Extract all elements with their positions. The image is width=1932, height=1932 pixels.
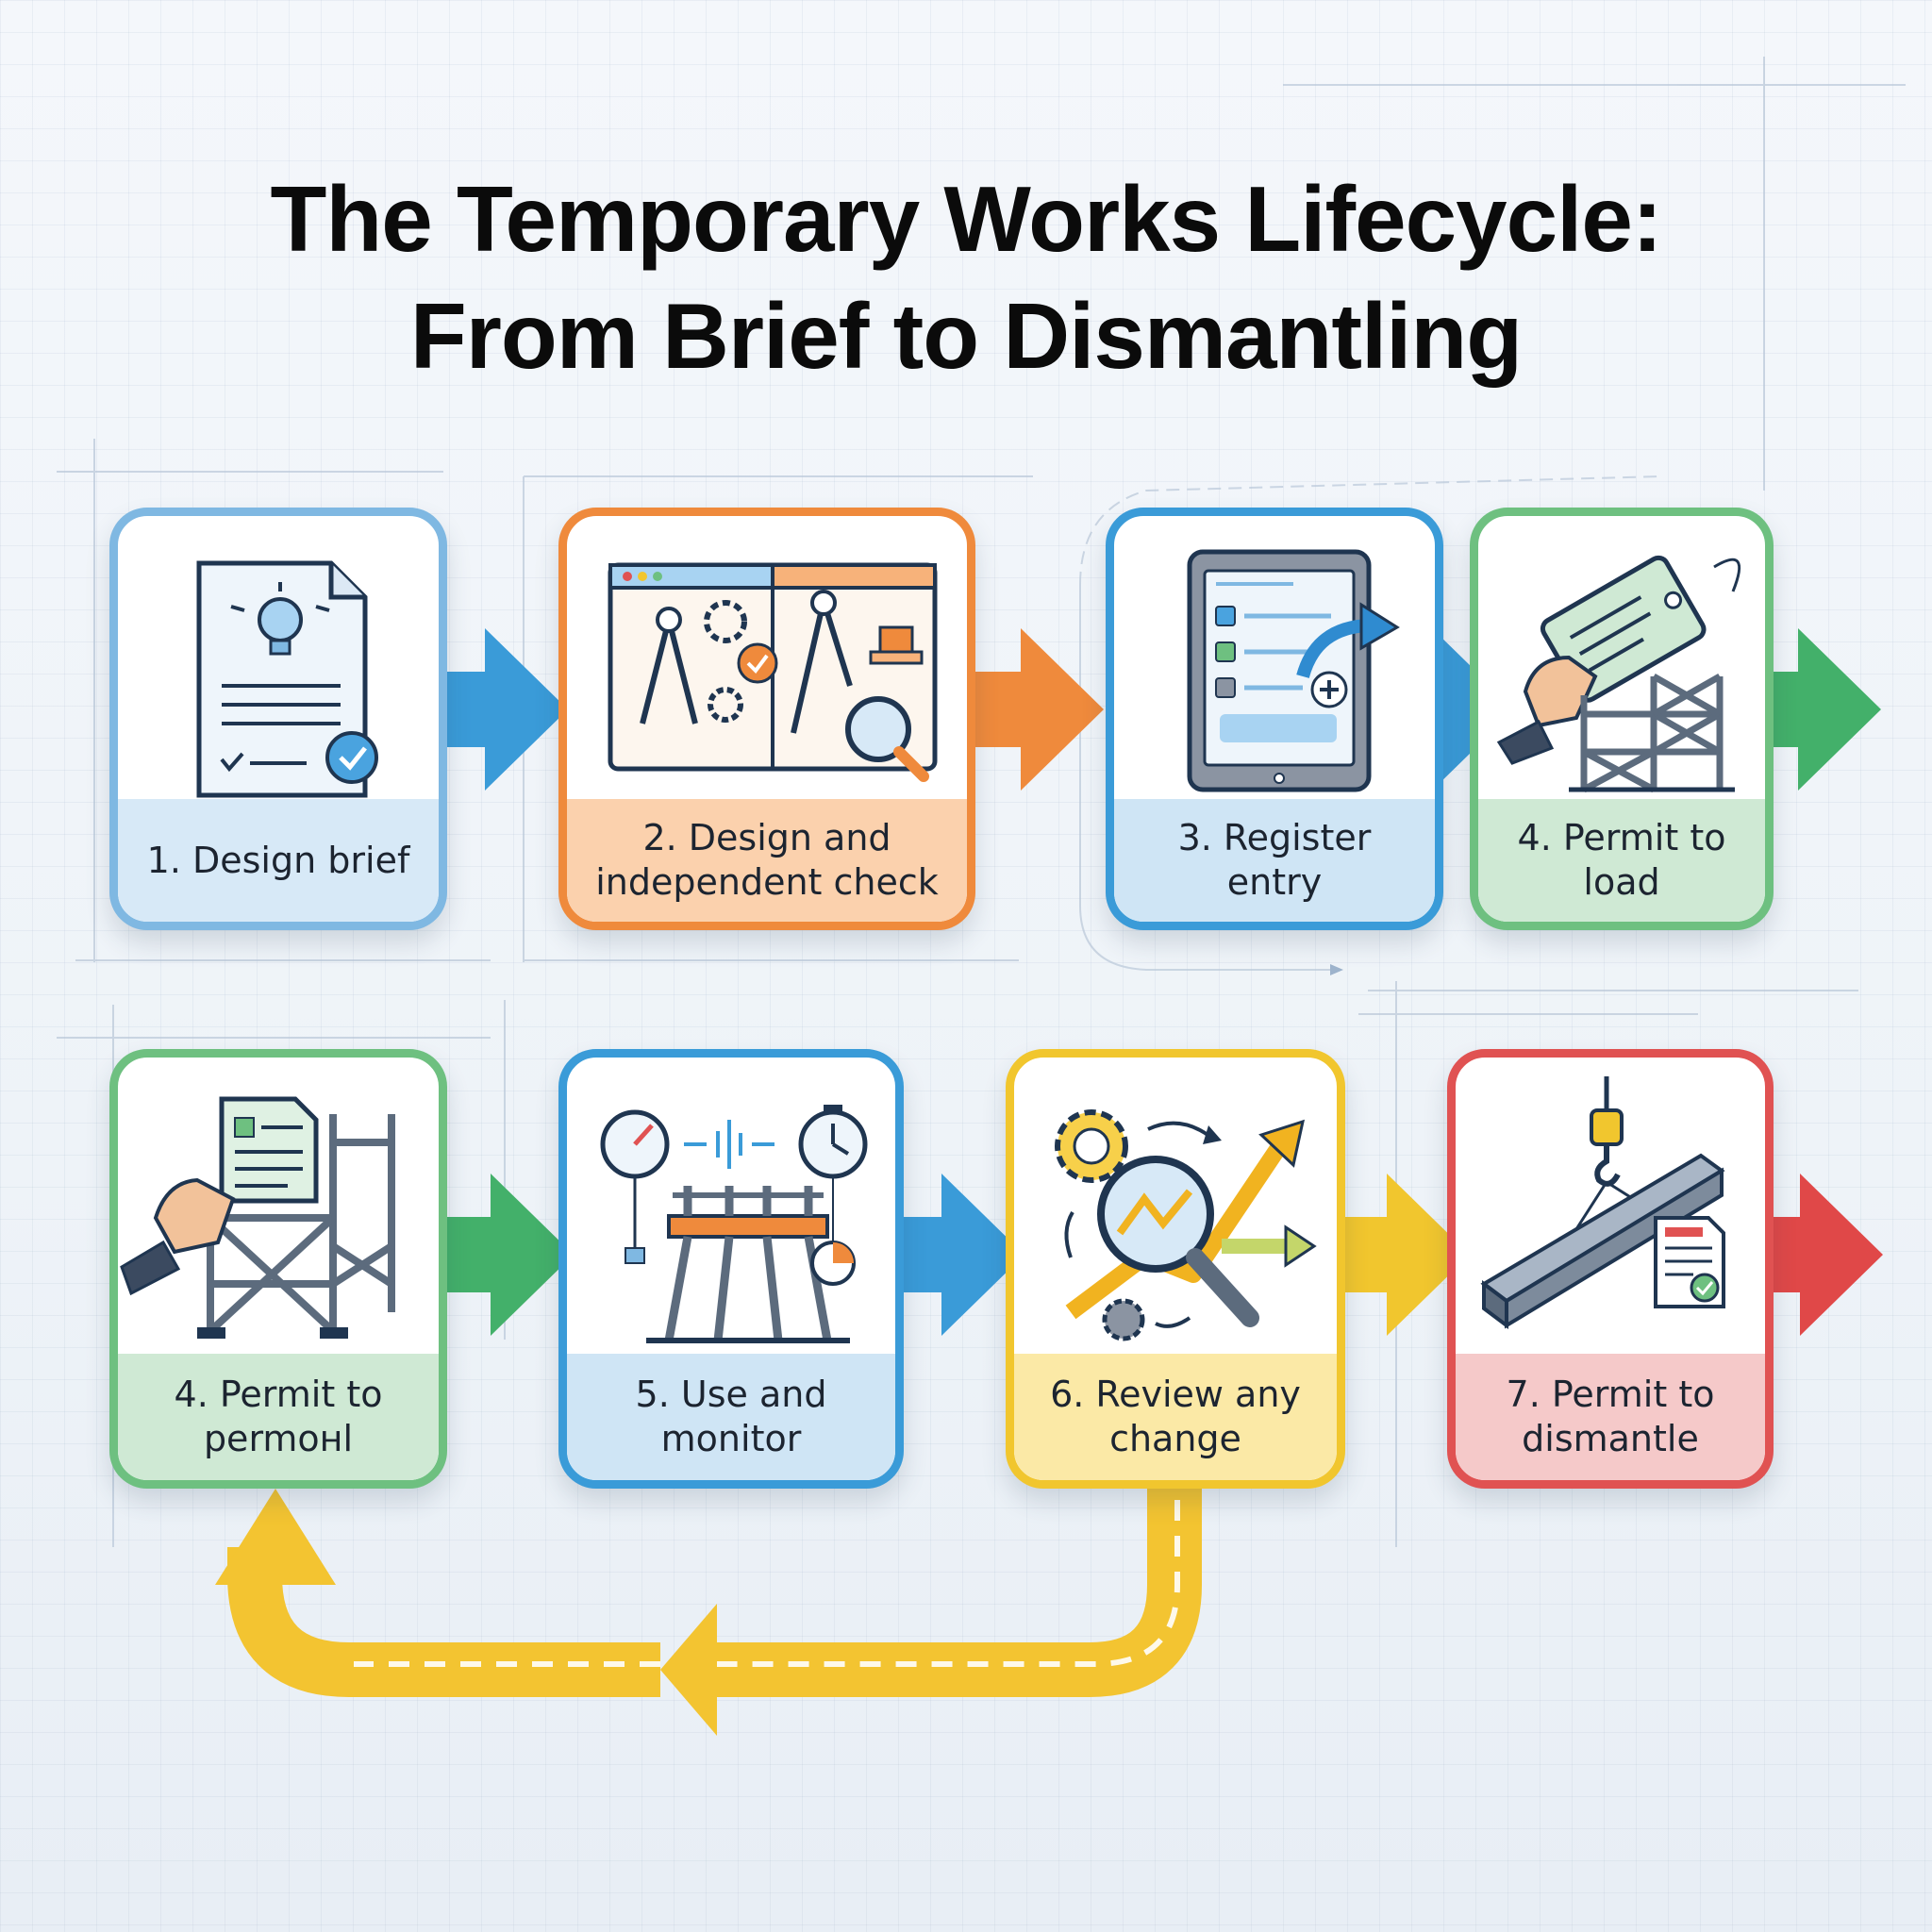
arrow-1-to-2	[436, 628, 568, 791]
step-card-7: 7. Permit to dismantle	[1447, 1049, 1774, 1489]
step-card-5: 5. Use and monitor	[558, 1049, 904, 1489]
step-label-7: 7. Permit to dismantle	[1456, 1354, 1765, 1480]
arrow-4-out	[1764, 628, 1881, 791]
step-label-4a: 4. Permit to load	[1478, 799, 1765, 922]
monitor-gauges-structure-icon	[600, 1105, 868, 1343]
arrow-2-to-3	[966, 628, 1104, 791]
design-check-tools-icon	[608, 562, 938, 782]
arrow-7-out	[1764, 1174, 1883, 1336]
step-card-6: 6. Review any change	[1006, 1049, 1345, 1489]
design-brief-document-icon	[196, 560, 378, 798]
page-title: The Temporary Works Lifecycle: From Brie…	[0, 160, 1932, 394]
title-line-2: From Brief to Dismantling	[409, 284, 1523, 388]
step-label-3: 3. Register entry	[1114, 799, 1435, 922]
arrow-4b-to-5	[436, 1174, 574, 1336]
tablet-register-icon	[1187, 549, 1400, 792]
step-label-5: 5. Use and monitor	[567, 1354, 895, 1480]
review-magnifier-chart-icon	[1055, 1109, 1317, 1341]
step-label-4b: 4. Permit to permoнl	[118, 1354, 439, 1480]
step-card-2: 2. Design and independent check	[558, 508, 975, 930]
arrow-6-to-7	[1336, 1174, 1470, 1336]
step-label-2: 2. Design and independent check	[567, 799, 967, 922]
step-card-4a: 4. Permit to load	[1470, 508, 1774, 930]
step-card-1: 1. Design brief	[109, 508, 447, 930]
crane-beam-dismantle-icon	[1480, 1076, 1725, 1329]
review-loop-arrow	[215, 1486, 1202, 1736]
arrow-5-to-6	[894, 1174, 1024, 1336]
title-line-1: The Temporary Works Lifecycle:	[270, 167, 1663, 271]
permit-document-scaffold-icon	[120, 1096, 395, 1339]
permit-tag-scaffold-icon	[1496, 555, 1741, 793]
step-label-1: 1. Design brief	[118, 799, 439, 922]
step-label-6: 6. Review any change	[1014, 1354, 1337, 1480]
step-card-4b: 4. Permit to permoнl	[109, 1049, 447, 1489]
step-card-3: 3. Register entry	[1106, 508, 1443, 930]
